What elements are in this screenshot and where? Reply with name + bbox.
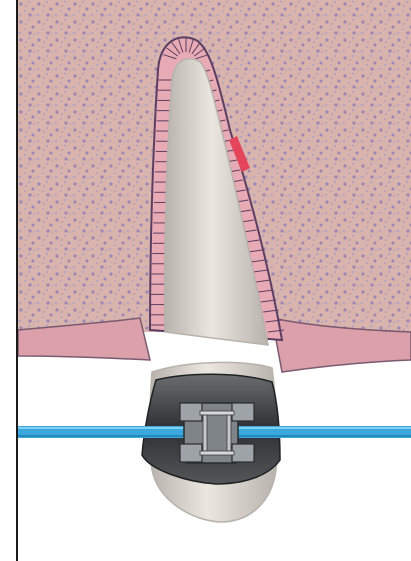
- bracket-wing-top-right: [232, 403, 254, 421]
- bracket-wing-bottom-left: [180, 444, 202, 462]
- bracket-wing-top-left: [180, 403, 202, 421]
- bracket-wing-bottom-right: [232, 444, 254, 462]
